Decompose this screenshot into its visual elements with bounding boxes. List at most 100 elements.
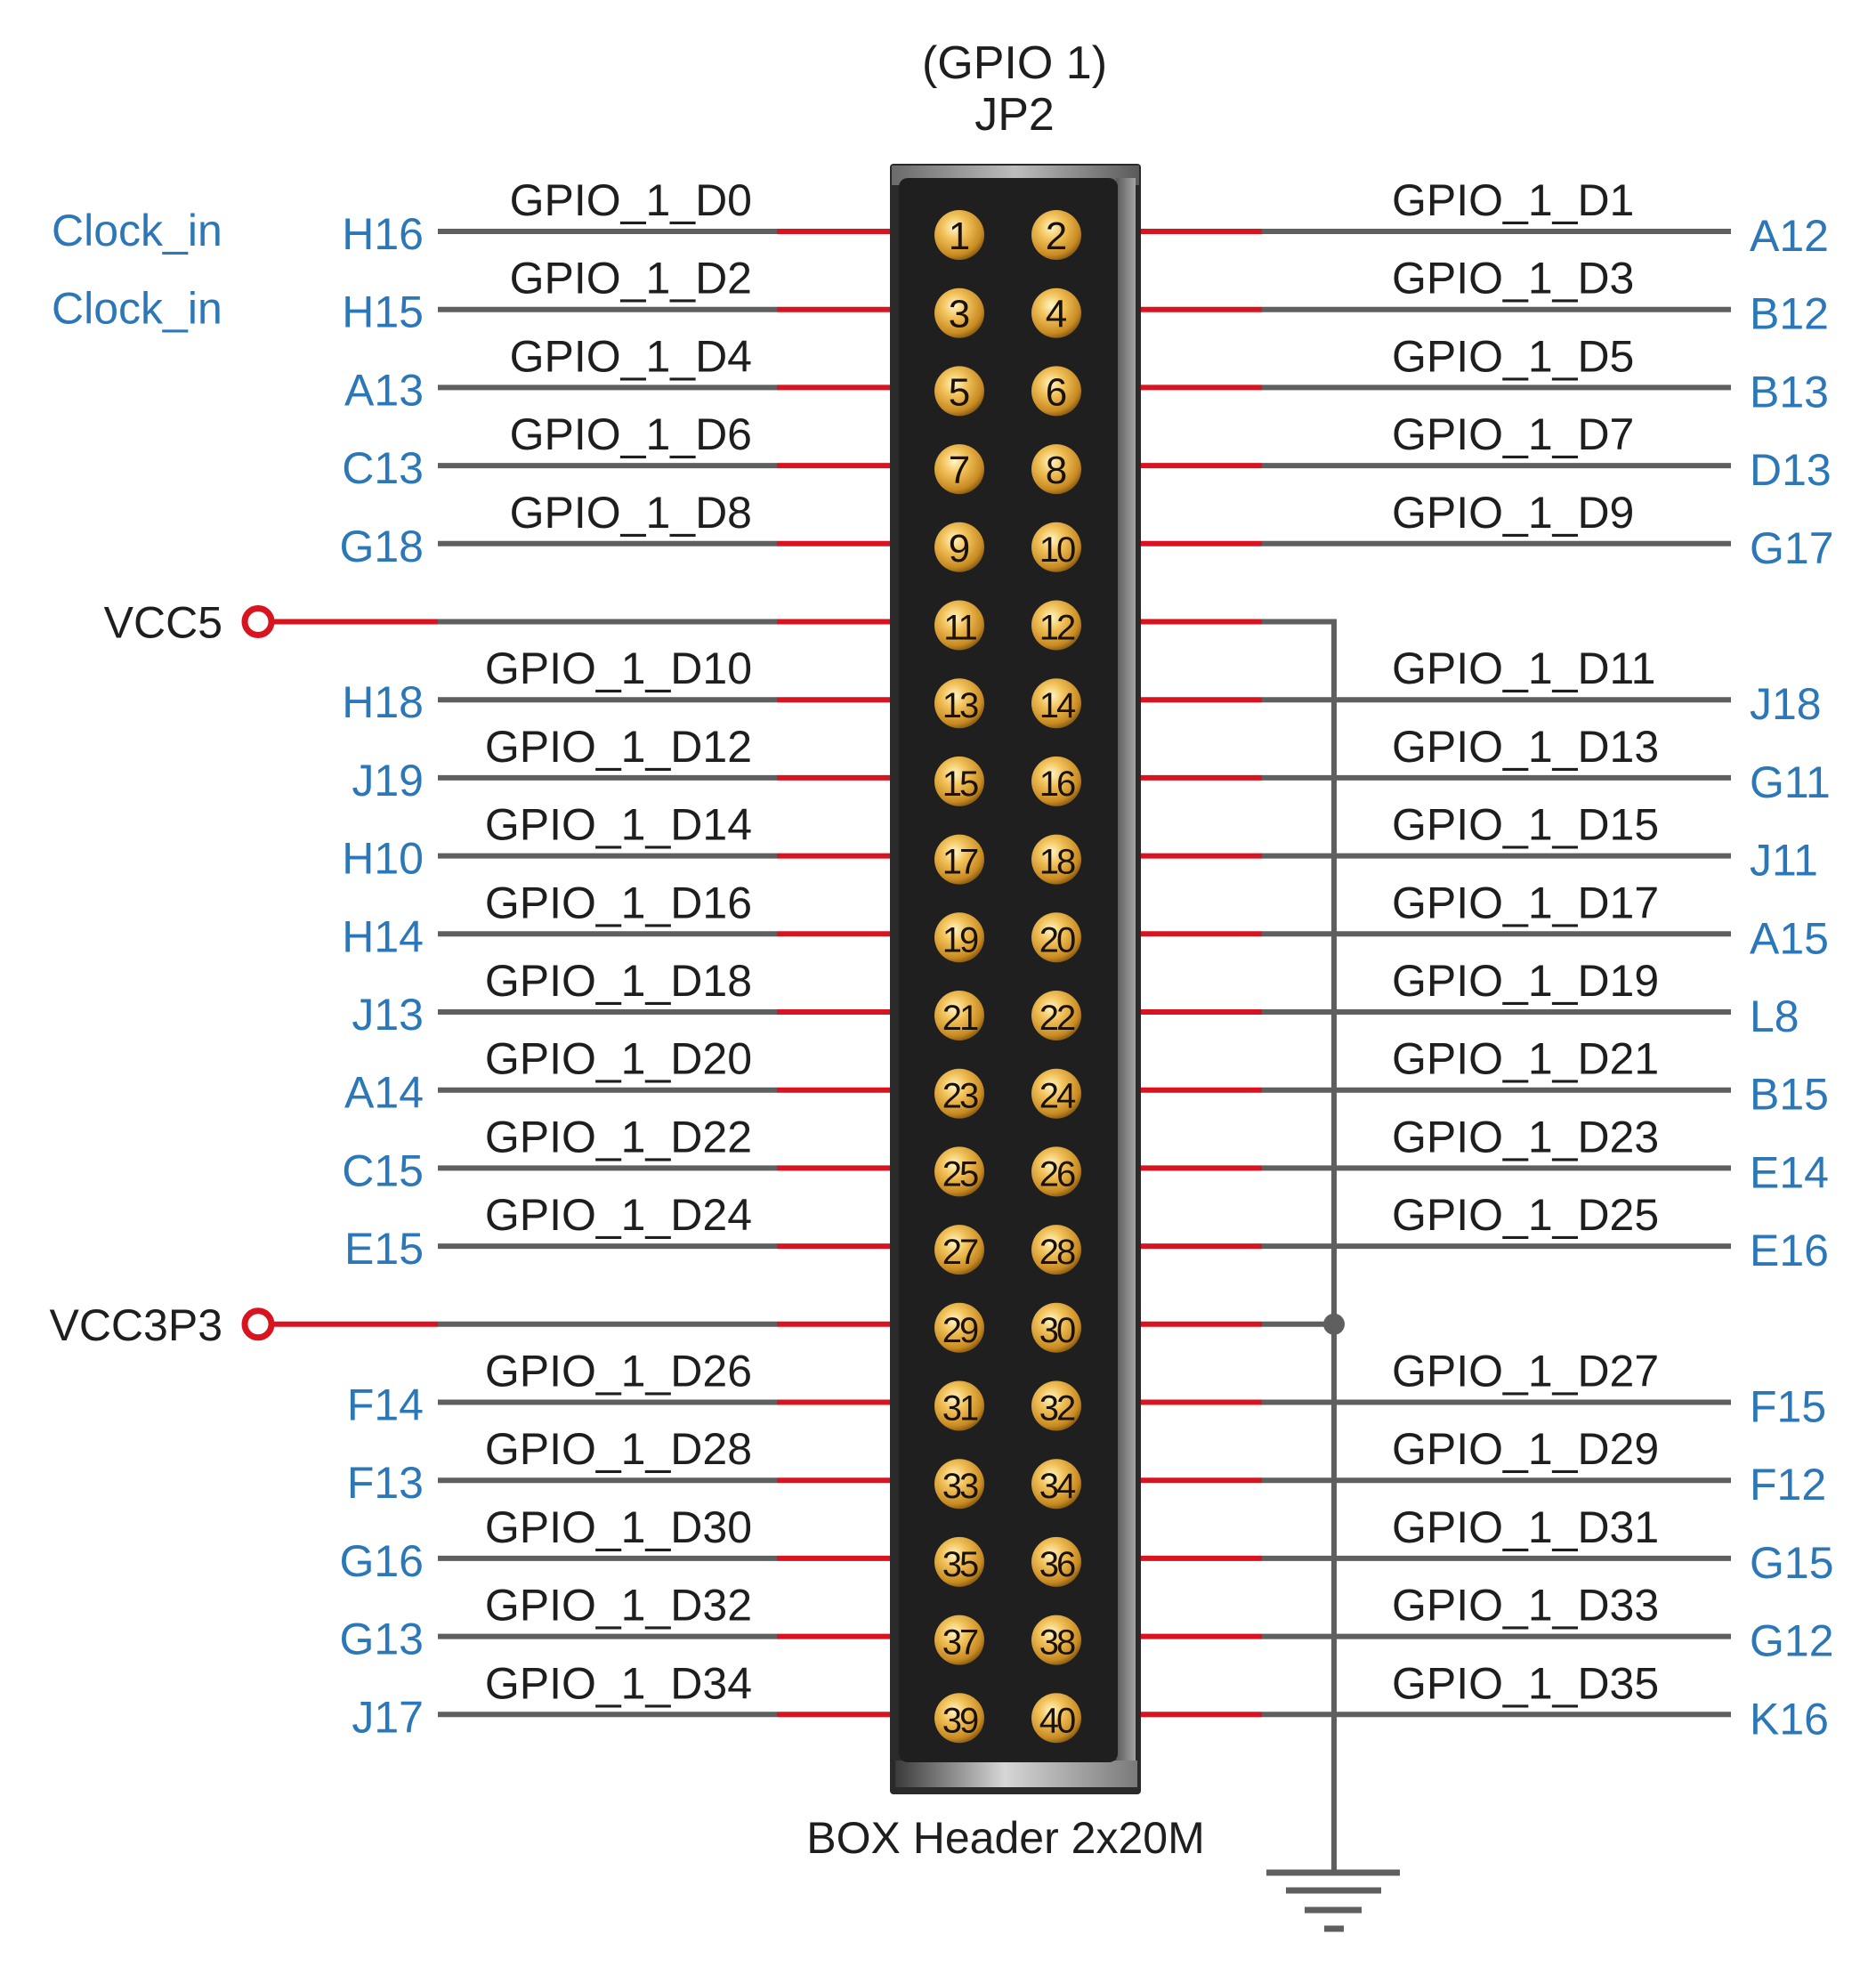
fpga-pin-label: C15 [342, 1145, 424, 1195]
header-pin-icon [1031, 287, 1081, 338]
pin-number: 22 [1039, 999, 1075, 1038]
pin-number: 33 [942, 1467, 978, 1506]
signal-name-label: GPIO_1_D19 [1392, 956, 1659, 1006]
signal-name-label: GPIO_1_D4 [510, 331, 752, 381]
labels-layer: GPIO_1_D0H16Clock_inGPIO_1_D1A12GPIO_1_D… [49, 175, 1833, 1744]
signal-name-label: GPIO_1_D18 [485, 956, 752, 1006]
fpga-pin-label: G15 [1750, 1538, 1834, 1588]
signal-name-label: GPIO_1_D17 [1392, 878, 1659, 927]
fpga-pin-label: G16 [339, 1536, 424, 1586]
pin-number: 9 [949, 527, 970, 571]
pin-number: 24 [1039, 1077, 1076, 1116]
power-net-label: VCC3P3 [49, 1300, 222, 1350]
fpga-pin-label: E14 [1750, 1147, 1829, 1197]
fpga-pin-label: H14 [342, 911, 424, 961]
signal-name-label: GPIO_1_D7 [1392, 409, 1634, 459]
pin-number: 28 [1039, 1233, 1075, 1272]
fpga-pin-label: G12 [1750, 1616, 1834, 1666]
pin-number: 30 [1039, 1311, 1075, 1350]
pin-number: 1 [949, 214, 970, 258]
fpga-pin-label: B13 [1750, 367, 1829, 417]
fpga-pin-label: G13 [339, 1615, 424, 1664]
header-pin-icon [934, 210, 984, 260]
signal-name-label: GPIO_1_D20 [485, 1034, 752, 1084]
header-pin-icon [1031, 1225, 1081, 1275]
signal-name-label: GPIO_1_D14 [485, 800, 752, 850]
signal-name-label: GPIO_1_D15 [1392, 800, 1659, 850]
connector-group-title: (GPIO 1) [922, 37, 1107, 89]
signal-name-label: GPIO_1_D16 [485, 878, 752, 927]
pin-number: 2 [1046, 214, 1067, 258]
pin-number: 6 [1046, 370, 1067, 414]
fpga-pin-label: F14 [347, 1380, 424, 1430]
signal-name-label: GPIO_1_D33 [1392, 1581, 1659, 1631]
header-pin-icon [1031, 1146, 1081, 1197]
fpga-pin-label: A15 [1750, 913, 1829, 963]
pin-number: 21 [942, 999, 978, 1038]
header-bottom-rim [895, 1761, 1137, 1787]
header-pin-icon [934, 1380, 984, 1431]
fpga-pin-label: H16 [342, 209, 424, 259]
signal-name-label: GPIO_1_D6 [510, 409, 752, 459]
pin-number: 20 [1039, 920, 1075, 959]
header-pin-icon [1031, 756, 1081, 806]
header-pin-icon [934, 522, 984, 572]
pin-number: 36 [1039, 1545, 1075, 1584]
fpga-pin-label: J11 [1750, 836, 1818, 886]
header-body [899, 178, 1118, 1762]
pin-number: 12 [1039, 609, 1075, 648]
signal-name-label: GPIO_1_D23 [1392, 1112, 1659, 1162]
fpga-pin-label: A14 [344, 1068, 424, 1118]
header-pin-icon [934, 756, 984, 806]
pin-number: 13 [942, 686, 978, 725]
signal-name-label: GPIO_1_D11 [1392, 643, 1655, 693]
header-pin-icon [1031, 366, 1081, 417]
pin-number: 8 [1046, 449, 1067, 492]
fpga-pin-label: G11 [1750, 757, 1831, 807]
signal-name-label: GPIO_1_D34 [485, 1658, 752, 1708]
pin-number: 3 [949, 293, 970, 336]
fpga-pin-label: K16 [1750, 1694, 1829, 1744]
fpga-pin-label: J19 [352, 756, 424, 805]
pin-number: 4 [1046, 293, 1067, 336]
pin-number: 27 [942, 1233, 978, 1272]
pin-number: 19 [942, 920, 978, 959]
header-pin-icon [1031, 600, 1081, 651]
pin-number: 31 [942, 1389, 978, 1429]
fpga-pin-label: J13 [352, 990, 424, 1040]
pin-number: 11 [943, 609, 976, 648]
fpga-pin-label: A13 [344, 365, 424, 415]
header-pin-icon [1031, 210, 1081, 260]
fpga-pin-label: B15 [1750, 1070, 1829, 1120]
fpga-pin-label: G18 [339, 522, 424, 571]
fpga-pin-label: H15 [342, 287, 424, 337]
pin-number: 35 [942, 1545, 978, 1584]
pin-number: 15 [942, 765, 978, 804]
pin-number: 18 [1039, 843, 1075, 882]
pin-number: 25 [942, 1154, 978, 1194]
wires-layer [241, 229, 1731, 1718]
header-pin-icon [1031, 1380, 1081, 1431]
header-pin-icon [1031, 1536, 1081, 1587]
fpga-pin-label: E16 [1750, 1226, 1829, 1275]
pin-number: 37 [942, 1623, 978, 1663]
signal-name-label: GPIO_1_D35 [1392, 1658, 1659, 1708]
connector-part-label: BOX Header 2x20M [806, 1813, 1204, 1863]
signal-name-label: GPIO_1_D9 [1392, 488, 1634, 538]
header-pin-icon [934, 1225, 984, 1275]
signal-name-label: GPIO_1_D2 [510, 254, 752, 304]
signal-name-label: GPIO_1_D12 [485, 722, 752, 772]
header-pin-icon [1031, 834, 1081, 885]
header-pin-icon [934, 366, 984, 417]
signal-name-label: GPIO_1_D32 [485, 1581, 752, 1631]
signal-name-label: GPIO_1_D13 [1392, 722, 1659, 772]
signal-name-label: GPIO_1_D26 [485, 1347, 752, 1396]
header-pin-icon [1031, 1615, 1081, 1665]
pin-number: 34 [1039, 1467, 1076, 1506]
header-pin-icon [934, 678, 984, 729]
header-pin-icon [934, 834, 984, 885]
fpga-pin-label: L8 [1750, 992, 1799, 1041]
signal-name-label: GPIO_1_D10 [485, 643, 752, 693]
